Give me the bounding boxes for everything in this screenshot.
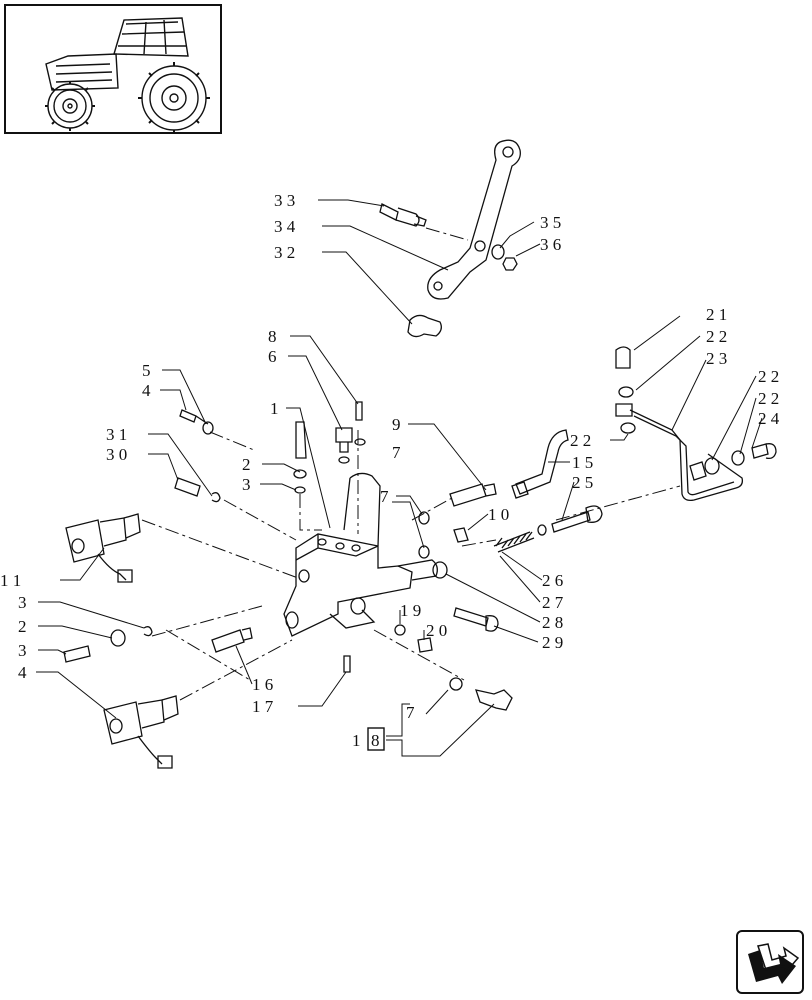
callout-36: 3 6 [540,235,561,254]
callout-22-c: 2 2 [758,389,779,408]
callout-13-b: 3 [18,641,27,660]
clip-31-part [211,492,221,503]
callout-18-boxed: 8 [371,731,380,750]
callout-10: 1 0 [488,505,509,524]
callout-21: 2 1 [706,305,727,324]
callout-6: 6 [268,347,277,366]
callout-22-d: 2 2 [570,431,591,450]
pin-1-part [295,421,307,459]
callout-32: 3 2 [274,243,295,262]
plug-20-part [417,637,433,653]
callout-14: 4 [18,663,27,682]
callout-11: 1 1 [0,571,21,590]
valve-9-part [449,483,497,507]
callout-29: 2 9 [542,633,563,652]
seal-22a-part [618,386,634,398]
callout-19: 1 9 [400,601,421,620]
washer-12-part [110,629,126,647]
callout-35: 3 5 [540,213,561,232]
next-page-arrow-icon [748,943,800,984]
fitting-6-part [335,427,353,453]
clip-13-part [143,626,153,637]
washer-28-part [432,561,448,579]
seal-7b-part [418,511,430,525]
bolt-25-part [551,505,603,533]
callout-7-bottom: 7 [406,703,415,722]
pipe-23b-part [633,415,735,496]
callout-31: 3 1 [106,425,127,444]
solenoid-11-part [65,513,141,583]
seal-7-part [354,438,366,446]
callout-17: 1 7 [252,697,274,716]
bolt-24-part [751,443,777,460]
callout-5: 5 [142,361,151,380]
washer-5-part [202,421,214,435]
elbow-18-part [475,689,513,711]
callout-2: 2 [242,455,251,474]
ring-3-part [294,486,306,494]
callout-13: 3 [18,593,27,612]
callout-22-a: 2 2 [706,327,727,346]
callout-12: 2 [18,617,27,636]
screw-4-part [179,409,209,425]
pin-17-part [343,655,351,673]
nut-36-part [502,257,518,271]
washer-2-part [293,469,307,479]
callout-34: 3 4 [274,217,296,236]
bolt-29-part [453,607,499,632]
next-page-button[interactable] [736,930,804,994]
lever-arm-part [427,139,521,300]
callout-27: 2 7 [542,593,564,612]
ref-box-18 [367,727,385,751]
bolt-33-part [379,203,427,227]
seal-part [338,456,350,464]
bolt-21-part [615,346,631,369]
callout-30: 3 0 [106,445,127,464]
callout-1: 1 [270,399,279,418]
ring-26-part [537,524,547,536]
seal-7d-part [449,677,463,691]
callout-33: 3 3 [274,191,295,210]
seal-22c-part [704,457,720,475]
pipe-15-part [515,429,569,495]
callout-22-b: 2 2 [758,367,779,386]
spring-27-part [493,531,535,553]
callout-15: 1 5 [572,453,593,472]
seal-19-part [394,624,406,636]
solenoid-14-part [103,695,179,769]
screw-13-part [63,645,91,663]
plug-10-part [453,527,469,543]
callout-20: 2 0 [426,621,447,640]
callout-7-top: 7 [392,443,401,462]
pipe-23-nut-part [689,461,707,481]
callout-16: 1 6 [252,675,273,694]
callout-23: 2 3 [706,349,727,368]
pipe-23-part [629,409,744,502]
plug-16-part [211,627,253,653]
tractor-thumbnail-frame [4,4,222,134]
callout-18-prefix: 1 [352,731,361,750]
pin-30-part [174,477,201,497]
callout-4: 4 [142,381,151,400]
callout-7-mid: 7 [380,487,389,506]
seal-7c-part [418,545,430,559]
callout-3: 3 [242,475,251,494]
washer-35-part [491,244,505,260]
callout-25: 2 5 [572,473,593,492]
seal-22b-part [620,422,636,434]
callout-9: 9 [392,415,401,434]
fitting-22-part [615,403,633,417]
callout-8: 8 [268,327,277,346]
callout-labels: 3 3 3 4 3 2 3 5 3 6 8 6 5 4 1 3 1 3 0 2 … [0,191,780,750]
pipe-nut-part [511,481,529,499]
callout-28: 2 8 [542,613,563,632]
clip-32-part [407,314,442,338]
callout-24: 2 4 [758,409,780,428]
callout-26: 2 6 [542,571,563,590]
seal-22d-part [731,450,745,466]
sensor-8-part [355,401,363,421]
tractor-thumbnail-icon [45,17,210,134]
